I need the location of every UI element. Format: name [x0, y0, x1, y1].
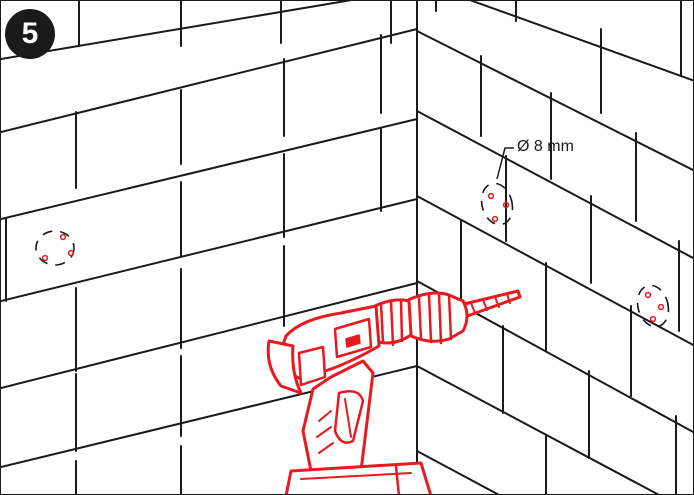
step-number-badge: 5	[5, 9, 55, 59]
right-wall-joints	[436, 1, 681, 495]
drill-hole-marker-left	[36, 231, 74, 265]
drill-diameter-label: Ø 8 mm	[517, 138, 574, 156]
right-wall-grout-lines	[417, 1, 694, 495]
drill-hole-marker-right-upper	[477, 180, 517, 228]
